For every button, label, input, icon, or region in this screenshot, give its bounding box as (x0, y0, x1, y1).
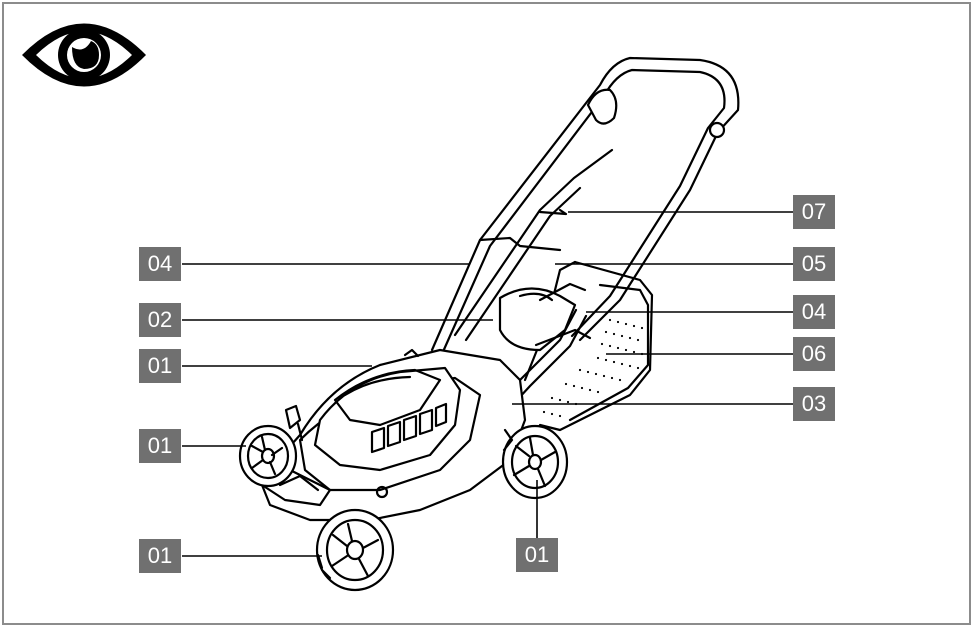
callout-01-left-top: 01 (139, 349, 181, 383)
callout-07-right: 07 (793, 195, 835, 229)
callout-06-right: 06 (793, 337, 835, 371)
callout-05-right: 05 (793, 247, 835, 281)
callout-01-left-mid: 01 (139, 429, 181, 463)
leader-lines (182, 211, 793, 557)
callout-02-left: 02 (139, 303, 181, 337)
callout-04-left: 04 (139, 247, 181, 281)
callout-04-right: 04 (793, 295, 835, 329)
lawnmower-illustration (238, 56, 740, 592)
eye-icon (22, 23, 146, 87)
callout-01-left-bottom: 01 (139, 539, 181, 573)
callout-01-bottom: 01 (516, 538, 558, 572)
callout-03-right: 03 (793, 387, 835, 421)
